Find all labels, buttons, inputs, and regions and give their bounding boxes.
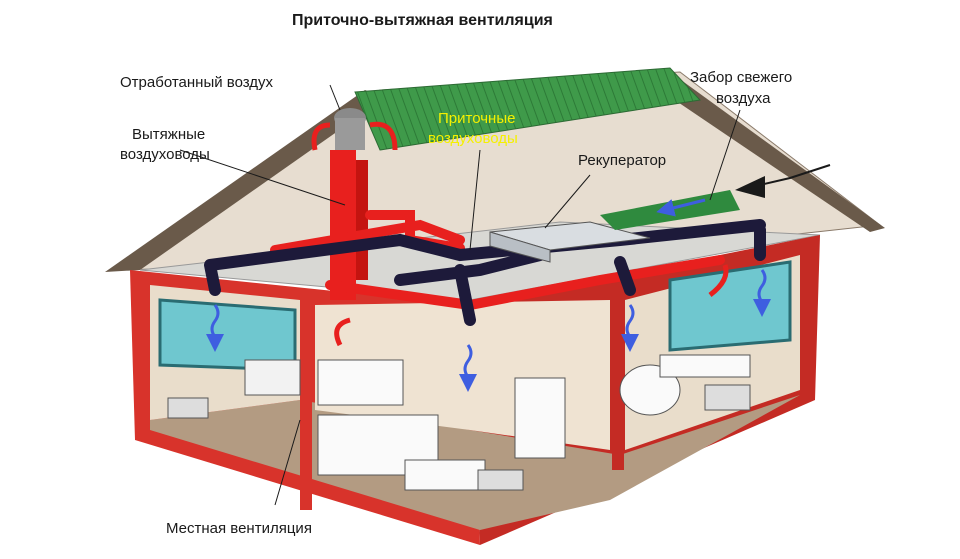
radiator-right [704,384,751,411]
recuperator-leader [544,174,591,229]
label-supply-ducts-line2: воздуховоды [428,130,518,147]
diagram-title: Приточно-вытяжная вентиляция [292,12,553,29]
roof-fan-body [335,118,365,150]
window-right [668,260,792,352]
dining-table [404,459,486,491]
recuperator-front [489,231,551,263]
label-fresh-air-line1: Забор свежего [690,69,793,86]
bed [244,359,301,396]
refrigerator [514,377,566,459]
kitchen-cabinets-upper [317,359,404,406]
roof-green-panel [354,67,702,151]
supply-ducts-leader [469,149,481,251]
partition-left [300,295,312,510]
red-arrow-roof-right [369,121,398,151]
blue-arrow-2 [459,344,477,392]
exhaust-ducts-leader [179,149,346,206]
label-fresh-air-line2: воздуха [716,90,771,107]
label-recuperator: Рекуператор [578,152,667,169]
red-arrow-roof-left [311,122,331,151]
label-local-ventilation: Местная вентиляция [166,520,312,537]
label-exhaust-ducts-line2: воздуховоды [120,146,210,163]
fresh-air-intake-arrow [759,164,831,186]
radiator-middle [477,469,524,491]
label-exhaust-ducts-line1: Вытяжные [132,126,206,143]
roof-right-slope [660,72,885,232]
red-arrow-kitchen [334,317,351,347]
label-supply-ducts-line1: Приточные [438,110,516,127]
local-vent-leader [274,419,301,506]
exhaust-air-leader [329,84,341,111]
red-arrow-livingroom [708,264,729,297]
blue-arrow-intake [656,198,706,217]
coffee-table [659,354,751,378]
fresh-air-arrowhead [735,176,765,198]
blue-arrow-3 [621,304,639,352]
exhaust-stack [330,150,356,300]
blue-arrow-1 [206,304,224,352]
blue-arrow-4 [753,269,771,317]
exhaust-stack-inner [356,160,368,280]
supply-duct-dark [204,219,766,326]
label-exhaust-air: Отработанный воздух [120,74,274,91]
radiator-left [167,397,209,419]
fresh-air-leader [709,109,741,201]
